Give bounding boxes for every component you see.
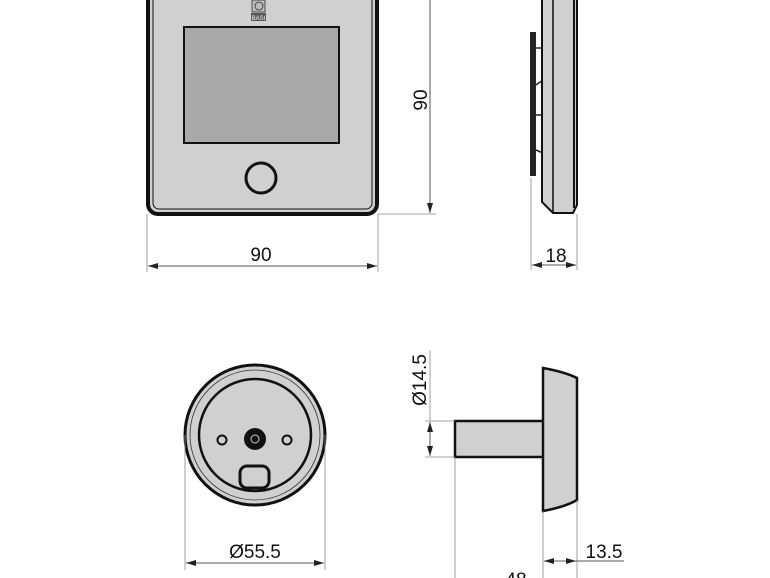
button-circle [244,161,278,195]
knob-length-dimension: 48 [454,457,527,578]
front-height-dimension: 90 [378,0,436,215]
side-depth-dimension: 18 [530,178,578,270]
shaft-diameter-label: Ø14.5 [410,354,431,406]
knob-side-view [453,366,579,513]
front-width-dimension: 90 [146,214,379,272]
height-label: 90 [411,89,432,110]
logo-icon: BASI [251,0,266,22]
knob-front-view [183,363,327,507]
knob-length-label: 48 [505,570,526,578]
head-depth-dimension: 13.5 [542,500,624,578]
logo-text: BASI [252,16,266,22]
screen [183,26,340,144]
knob-diameter-dimension: Ø55.5 [184,435,326,570]
head-depth-label: 13.5 [586,542,623,563]
knob-diameter-label: Ø55.5 [229,542,281,563]
width-label: 90 [250,245,271,266]
depth-label: 18 [545,246,566,267]
side-view [530,0,578,214]
shaft-diameter-dimension: Ø14.5 [410,350,455,458]
front-view-panel: BASI [146,0,379,216]
